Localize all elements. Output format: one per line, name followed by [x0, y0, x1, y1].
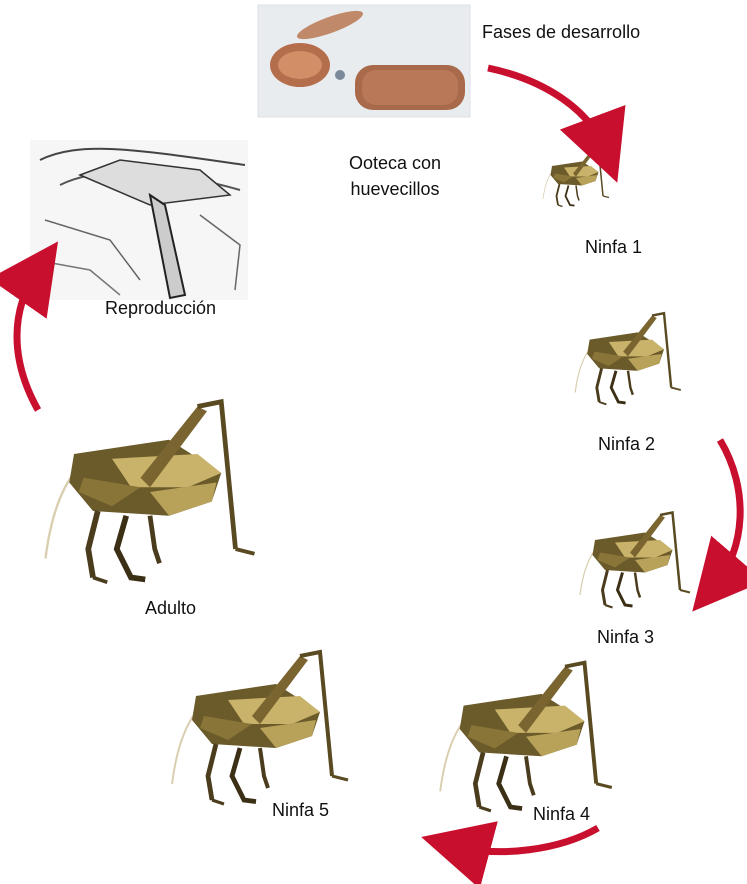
- diagram-title: Fases de desarrollo: [482, 22, 640, 43]
- adult-image: [46, 402, 255, 583]
- reproduction-sketch: [30, 140, 248, 300]
- nymph4-label: Ninfa 4: [533, 804, 590, 825]
- nymph2-image: [575, 313, 681, 404]
- arrow-nymph4-to-nymph5: [455, 828, 598, 852]
- reproduction-label: Reproducción: [105, 298, 216, 319]
- egg-case-label: Ooteca con huevecillos: [330, 150, 460, 202]
- nymph5-label: Ninfa 5: [272, 800, 329, 821]
- arrow-nymph2-to-nymph3: [715, 440, 740, 585]
- adult-label: Adulto: [145, 598, 196, 619]
- egg-case-photo: [258, 5, 470, 117]
- nymph2-label: Ninfa 2: [598, 434, 655, 455]
- nymph5-image: [172, 652, 348, 804]
- nymph3-label: Ninfa 3: [597, 627, 654, 648]
- nymph1-image: [543, 150, 609, 207]
- arrow-egg-to-nymph1: [488, 68, 605, 150]
- nymph1-label: Ninfa 1: [585, 237, 642, 258]
- nymph4-image: [440, 663, 612, 811]
- nymph3-image: [580, 513, 690, 608]
